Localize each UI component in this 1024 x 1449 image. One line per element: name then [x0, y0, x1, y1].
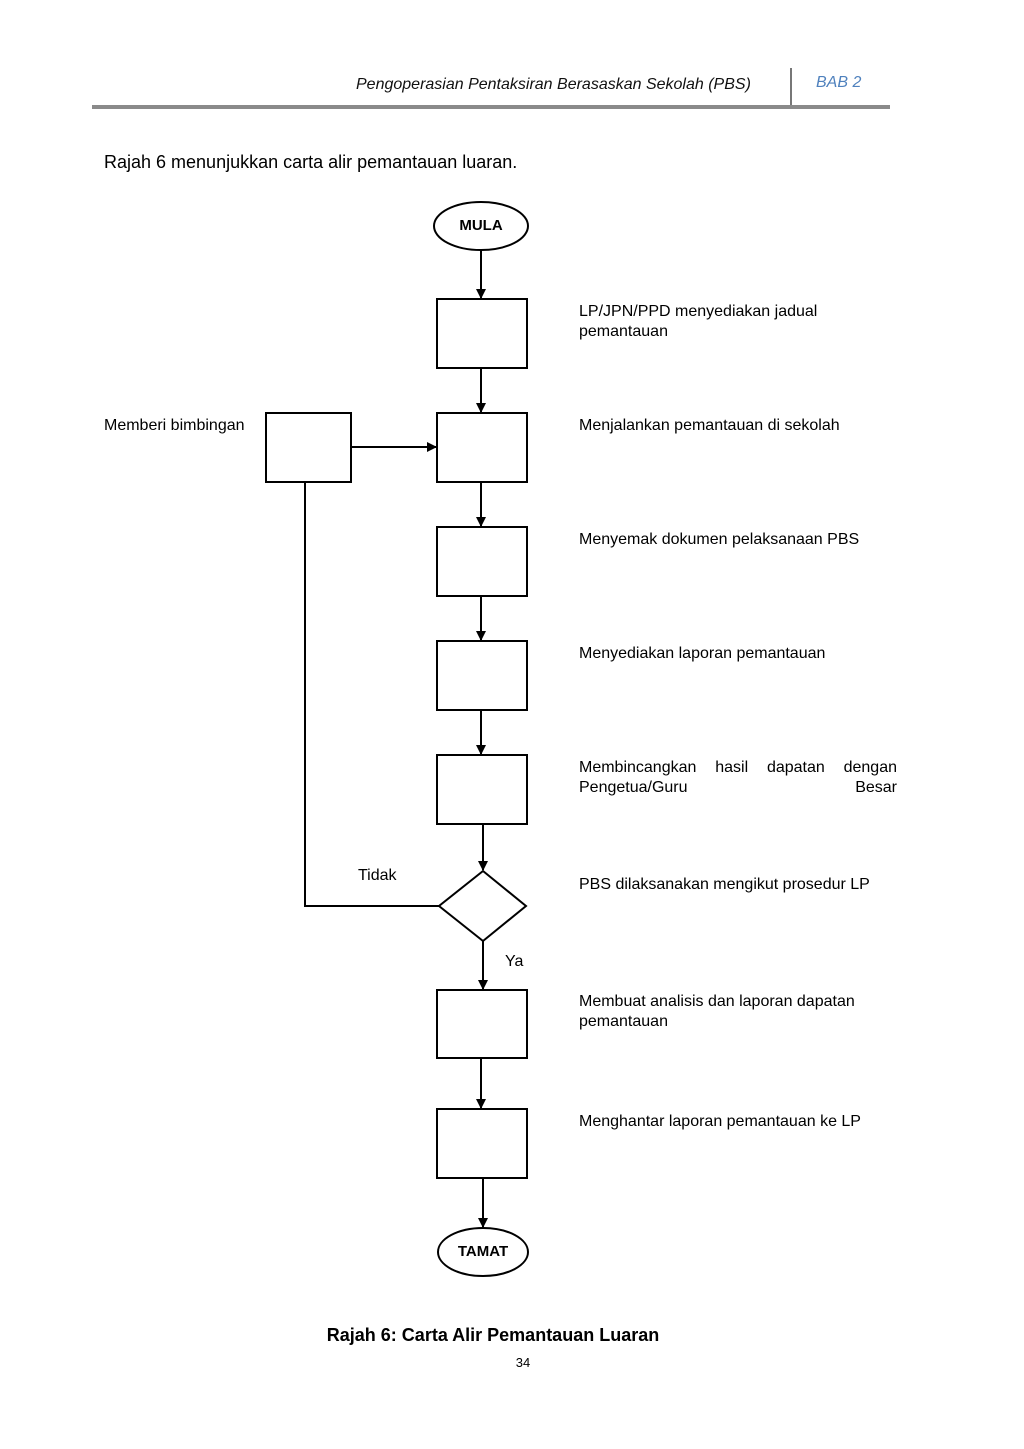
- step-desc-4: Menyediakan laporan pemantauan: [579, 645, 826, 662]
- yes-label: Ya: [505, 953, 524, 970]
- end-terminal: [437, 1227, 529, 1277]
- arrow-decision-no-loop: [304, 482, 439, 907]
- step-box-8: [436, 1108, 528, 1179]
- figure-caption: Rajah 6: Carta Alir Pemantauan Luaran: [326, 1325, 660, 1345]
- decision-diamond: [437, 869, 528, 943]
- step-box-3: [436, 526, 528, 597]
- step-box-5: [436, 754, 528, 825]
- step-box-4: [436, 640, 528, 711]
- step-desc-7: Membuat analisis dan laporan dapatan pem…: [579, 993, 855, 1030]
- end-label: TAMAT: [457, 1243, 509, 1260]
- step-desc-3: Menyemak dokumen pelaksanaan PBS: [579, 531, 860, 548]
- step-box-1: [436, 298, 528, 369]
- intro-text: Rajah 6 menunjukkan carta alir pemantaua…: [104, 152, 518, 172]
- no-label: Tidak: [358, 867, 397, 884]
- step-desc-2: Menjalankan pemantauan di sekolah: [579, 417, 840, 434]
- step-desc-8: Menghantar laporan pemantauan ke LP: [579, 1113, 861, 1130]
- side-step-box: [265, 412, 352, 483]
- step-desc-6: PBS dilaksanakan mengikut prosedur LP: [579, 876, 870, 893]
- step-desc-5: Membincangkan hasil dapatan dengan Penge…: [579, 759, 897, 796]
- step-box-2: [436, 412, 528, 483]
- start-label: MULA: [459, 217, 503, 234]
- header-chapter: BAB 2: [816, 74, 862, 91]
- header-title: Pengoperasian Pentaksiran Berasaskan Sek…: [356, 76, 751, 93]
- step-desc-1: LP/JPN/PPD menyediakan jadual pemantauan: [579, 303, 818, 340]
- step-box-7: [436, 989, 528, 1059]
- header-rule: [92, 105, 890, 109]
- header-divider: [790, 68, 792, 106]
- side-step-label: Memberi bimbingan: [104, 417, 245, 434]
- page-number: 34: [515, 1355, 531, 1370]
